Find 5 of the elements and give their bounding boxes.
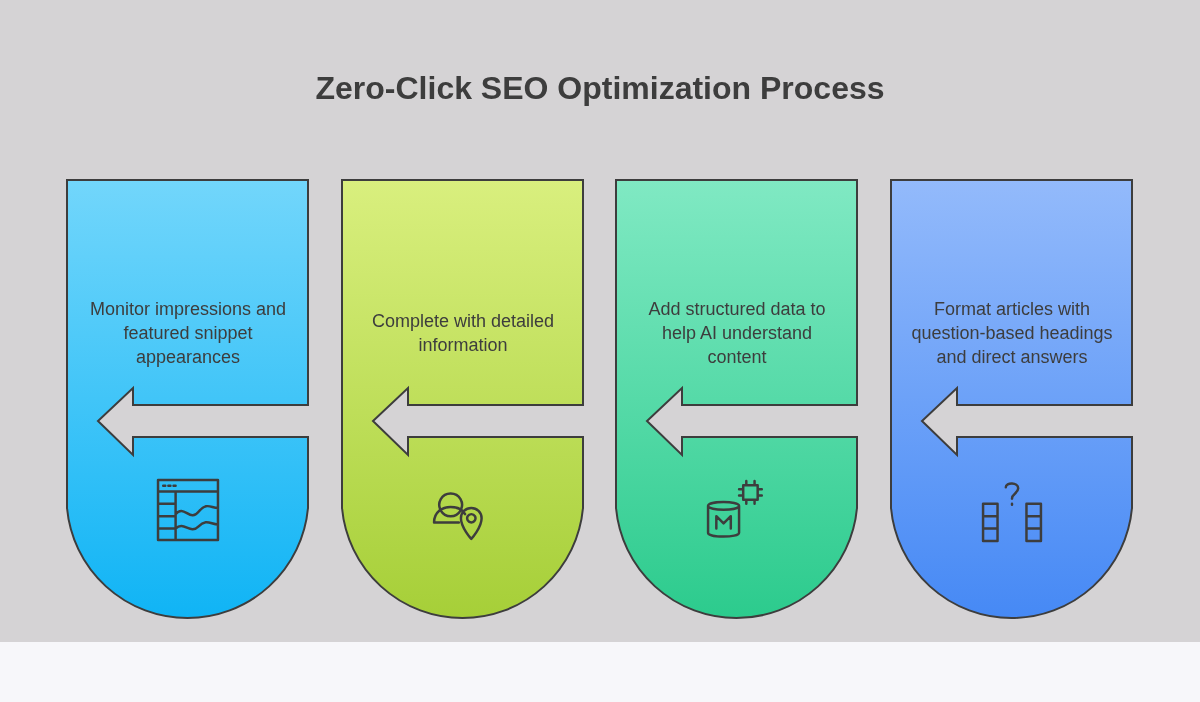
step-text: Monitor impressions and featured snippet appearances: [88, 298, 288, 369]
step-text: Complete with detailed information: [370, 310, 556, 357]
title: Zero-Click SEO Optimization Process: [314, 70, 886, 107]
step-text: Format articles with question-based headings and direct answers: [910, 298, 1114, 369]
step-text: Add structured data to help AI understand content: [647, 298, 827, 369]
